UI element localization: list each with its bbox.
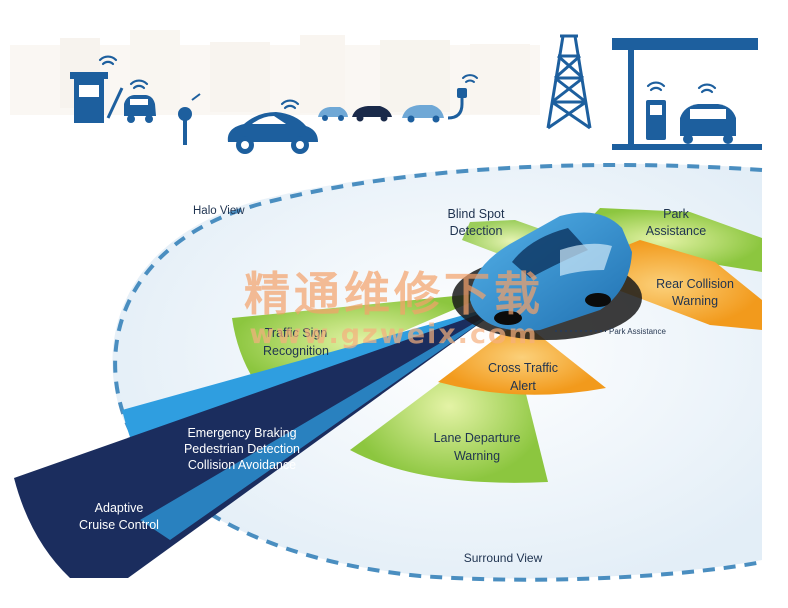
car-illustration xyxy=(452,212,642,340)
cross-traffic-alert-label-line1: Cross Traffic xyxy=(488,361,558,375)
lane-departure-warning-label-line1: Lane Departure xyxy=(434,431,521,445)
wifi-signal-icon xyxy=(280,99,300,110)
surround-view-label: Surround View xyxy=(464,551,543,565)
halo-view-label: Halo View xyxy=(193,205,245,217)
blind-spot-detection-label-line1: Blind Spot xyxy=(448,207,506,221)
traffic-car-icon xyxy=(352,106,392,122)
wifi-signal-icon xyxy=(98,55,118,66)
traffic-sign-recognition-label-line1: Traffic Sign xyxy=(265,326,328,340)
wifi-signal-icon xyxy=(646,81,666,92)
blind-spot-detection-label-line2: Detection xyxy=(450,224,503,238)
lane-departure-warning-label-line2: Warning xyxy=(454,449,500,463)
beam-highlight-stripe xyxy=(140,305,505,540)
emergency-braking-label-line1: Emergency Braking xyxy=(187,426,296,440)
traffic-car-icon xyxy=(402,105,444,123)
halo-view-dashed-boundary xyxy=(113,162,763,582)
watermark-chinese-text: 精通维修下载 xyxy=(244,267,544,321)
adaptive-cruise-control-zone xyxy=(14,305,505,578)
traffic-sign-recognition-label-line2: Recognition xyxy=(263,344,329,358)
adaptive-cruise-control-label-line2: Cruise Control xyxy=(79,518,159,532)
small-car-icon xyxy=(124,95,156,123)
rear-collision-warning-label-line2: Warning xyxy=(672,294,718,308)
emergency-braking-label-line2: Pedestrian Detection xyxy=(184,442,300,456)
rear-collision-warning-label-line1: Rear Collision xyxy=(656,277,734,291)
toll-booth-icon xyxy=(70,72,124,123)
traffic-car-icon xyxy=(318,107,348,121)
cross-traffic-alert-label-line2: Alert xyxy=(510,379,536,393)
emergency-braking-label-line3: Collision Avoidance xyxy=(188,458,296,472)
parking-meter-icon xyxy=(178,93,201,145)
wifi-signal-icon xyxy=(697,83,717,94)
cell-tower-icon xyxy=(546,34,592,130)
gas-station-icon xyxy=(612,38,762,150)
adaptive-cruise-control-label-line1: Adaptive xyxy=(95,501,144,515)
park-assistance-label-line2: Assistance xyxy=(646,224,706,238)
wifi-signal-icon xyxy=(462,74,478,83)
park-assistance-callout-label: Park Assistance xyxy=(609,327,666,336)
cross-traffic-alert-zone xyxy=(438,320,606,395)
watermark-url-text: www.gzweix.com xyxy=(249,319,538,350)
ev-charger-icon xyxy=(447,88,467,120)
park-assistance-label-line1: Park xyxy=(663,207,689,221)
wifi-signal-icon xyxy=(129,79,149,90)
city-skyline-background xyxy=(10,30,540,115)
connected-sports-car-icon xyxy=(227,112,318,154)
